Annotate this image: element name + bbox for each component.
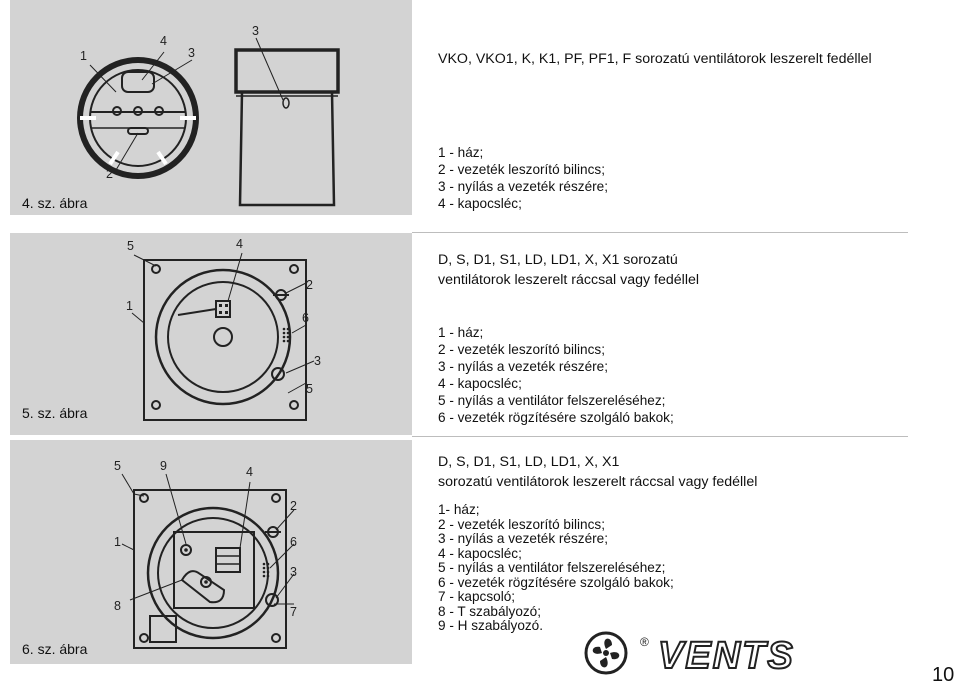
callout-9: 9 [160,459,167,473]
legend-item: 2 - vezeték leszorító bilincs; [438,342,605,357]
figure-4-drawing: 1 4 3 3 2 [77,24,340,207]
figure-5-drawing: 5 4 2 1 6 3 5 [126,237,321,421]
title-line: VKO, VKO1, K, K1, PF, PF1, F sorozatú ve… [438,51,872,67]
legend-item: 5 - nyílás a ventilátor felszereléséhez; [438,560,666,575]
legend-item: 2 - vezeték leszorító bilincs; [438,162,605,177]
callout-5: 5 [114,459,121,473]
callout-2: 2 [106,167,113,181]
callout-3: 3 [314,354,321,368]
callout-3b: 3 [252,24,259,38]
vents-logo: ® VENTS [584,631,795,676]
legend-item: 1 - ház; [438,325,484,340]
legend-item: 1- ház; [438,502,480,517]
callout-8: 8 [114,599,121,613]
legend-item: 4 - kapocsléc; [438,545,522,561]
callout-2: 2 [290,499,297,513]
legend-item: 3 - nyílás a vezeték részére; [438,531,608,546]
legend-item: 3 - nyílás a vezeték részére; [438,359,608,374]
callout-3: 3 [188,46,195,60]
callout-2: 2 [306,278,313,292]
legend-item: 4 - kapocsléc; [438,196,522,211]
divider [412,436,908,437]
section-title: D, S, D1, S1, LD, LD1, X, X1 sorozatú ve… [438,452,757,492]
callout-5b: 5 [306,382,313,396]
callout-4: 4 [246,465,253,479]
callout-6: 6 [290,535,297,549]
callout-4: 4 [236,237,243,251]
callout-7: 7 [290,605,297,619]
callout-4: 4 [160,34,167,48]
title-line: D, S, D1, S1, LD, LD1, X, X1 [438,454,620,470]
figure-label: 4. sz. ábra [22,195,88,211]
callout-6: 6 [302,311,309,325]
legend-item: 9 - H szabályozó. [438,618,544,633]
legend-item: 6 - vezeték rögzítésére szolgáló bakok; [438,410,674,425]
callout-5: 5 [127,239,134,253]
legend-item: 8 - T szabályozó; [438,603,542,619]
callout-1: 1 [80,49,87,63]
legend-item: 6 - vezeték rögzítésére szolgáló bakok; [438,574,674,590]
divider [412,232,908,233]
legend-item: 4 - kapocsléc; [438,376,522,391]
title-line: ventilátorok leszerelt ráccsal vagy fedé… [438,272,700,288]
legend-item: 1 - ház; [438,145,484,160]
callout-3: 3 [290,565,297,579]
section-title: VKO, VKO1, K, K1, PF, PF1, F sorozatú ve… [438,49,872,69]
title-line: D, S, D1, S1, LD, LD1, X, X1 sorozatú [438,252,678,268]
registered-mark: ® [640,635,649,649]
figure-6-drawing: 5 9 4 2 1 6 3 8 7 [114,459,297,649]
figure-label: 6. sz. ábra [22,641,88,657]
legend-item: 7 - kapcsoló; [438,589,516,604]
legend-item: 5 - nyílás a ventilátor felszereléséhez; [438,393,666,408]
legend-list: 1 - ház; 2 - vezeték leszorító bilincs; … [438,144,608,212]
figure-4-panel: 1 4 3 3 2 4. sz. ábra [10,0,412,215]
callout-1: 1 [114,535,121,549]
title-line: sorozatú ventilátorok leszerelt ráccsal … [438,474,758,490]
legend-item: 3 - nyílás a vezeték részére; [438,179,608,194]
figure-label: 5. sz. ábra [22,405,88,421]
brand-wordmark: VENTS [658,635,795,676]
page-number: 10 [932,664,955,686]
figure-5-panel: 5 4 2 1 6 3 5 5. sz. ábra [10,233,412,435]
legend-list: 1- ház; 2 - vezeték leszorító bilincs; 3… [438,502,674,634]
callout-1: 1 [126,299,133,313]
legend-list: 1 - ház; 2 - vezeték leszorító bilincs; … [438,324,674,426]
section-title: D, S, D1, S1, LD, LD1, X, X1 sorozatú ve… [438,250,699,290]
figure-6-panel: 5 9 4 2 1 6 3 8 7 6. sz. ábra [10,440,412,664]
legend-item: 2 - vezeték leszorító bilincs; [438,516,605,532]
fan-logo-icon [584,631,628,675]
